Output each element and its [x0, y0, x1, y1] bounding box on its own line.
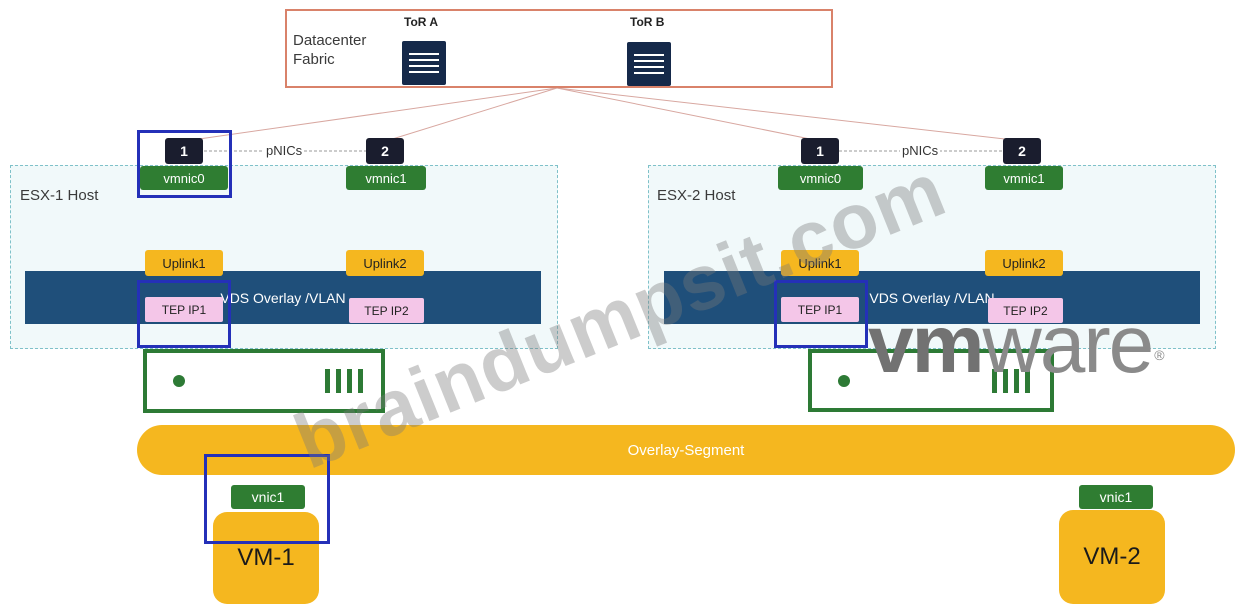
esx2-uplink2: Uplink2	[985, 250, 1063, 276]
vmware-logo-reg: ®	[1154, 347, 1164, 363]
tor-a-switch-icon	[402, 41, 446, 85]
fabric-link-esx2-pnic2	[556, 87, 1023, 142]
esx1-vmnic1: vmnic1	[346, 166, 426, 190]
esx2-host-label: ESX-2 Host	[657, 187, 736, 204]
vmware-logo: vmware®	[868, 303, 1165, 387]
vm1-vnic1: vnic1	[231, 485, 305, 509]
fabric-link-esx1-pnic1	[184, 87, 558, 142]
vm2-label: VM-2	[1083, 543, 1141, 570]
overlay-segment-label: Overlay-Segment	[627, 441, 745, 459]
esx1-tep-ip1-highlight	[137, 280, 231, 348]
esx1-tep-ip2: TEP IP2	[349, 298, 424, 323]
overlay-segment-bar: Overlay-Segment	[137, 425, 1235, 475]
esx1-vmnic0: vmnic0	[140, 166, 228, 190]
vm2-box: VM-2	[1059, 510, 1165, 604]
esx2-vmnic0: vmnic0	[778, 166, 863, 190]
esx2-pnic1: 1	[801, 138, 839, 164]
datacenter-fabric-label: Datacenter Fabric	[293, 32, 367, 68]
vm1-box: VM-1	[213, 512, 319, 604]
esx2-tep-ip1: TEP IP1	[781, 297, 859, 322]
esx2-vds-bar: VDS Overlay /VLAN	[664, 271, 1200, 324]
esx1-server-icon	[143, 349, 385, 413]
esx1-vds-label: VDS Overlay /VLAN	[220, 289, 346, 306]
esx2-tep-ip2: TEP IP2	[988, 298, 1063, 323]
esx1-pnic1: 1	[165, 138, 203, 164]
esx1-uplink1: Uplink1	[145, 250, 223, 276]
vmware-logo-vm: vm	[868, 299, 985, 390]
datacenter-fabric-box	[285, 9, 833, 88]
tor-b-label: ToR B	[630, 15, 665, 29]
esx2-pnic2: 2	[1003, 138, 1041, 164]
tor-b-switch-icon	[627, 42, 671, 86]
vm2-vnic1: vnic1	[1079, 485, 1153, 509]
esx2-vmnic1: vmnic1	[985, 166, 1063, 190]
esx1-pnic2: 2	[366, 138, 404, 164]
vmware-logo-ware: ware	[982, 299, 1155, 390]
fabric-link-esx2-pnic1	[556, 87, 821, 142]
esx1-vds-bar: VDS Overlay /VLAN	[25, 271, 541, 324]
esx1-tep-ip1: TEP IP1	[145, 297, 223, 322]
esx2-pnics-label: pNICs	[900, 143, 941, 158]
esx2-vds-label: VDS Overlay /VLAN	[869, 289, 995, 306]
esx1-pnic1-highlight	[137, 130, 232, 198]
esx1-pnics-label: pNICs	[264, 143, 305, 158]
fabric-link-esx1-pnic2	[385, 87, 558, 142]
esx1-uplink2: Uplink2	[346, 250, 424, 276]
esx2-uplink1: Uplink1	[781, 250, 859, 276]
vm1-label: VM-1	[237, 544, 295, 571]
esx1-host-label: ESX-1 Host	[20, 187, 99, 204]
esx2-server-icon	[808, 349, 1054, 412]
esx2-tep-ip1-highlight	[774, 280, 868, 348]
vm1-vnic-highlight	[204, 454, 330, 544]
tor-a-label: ToR A	[404, 15, 438, 29]
